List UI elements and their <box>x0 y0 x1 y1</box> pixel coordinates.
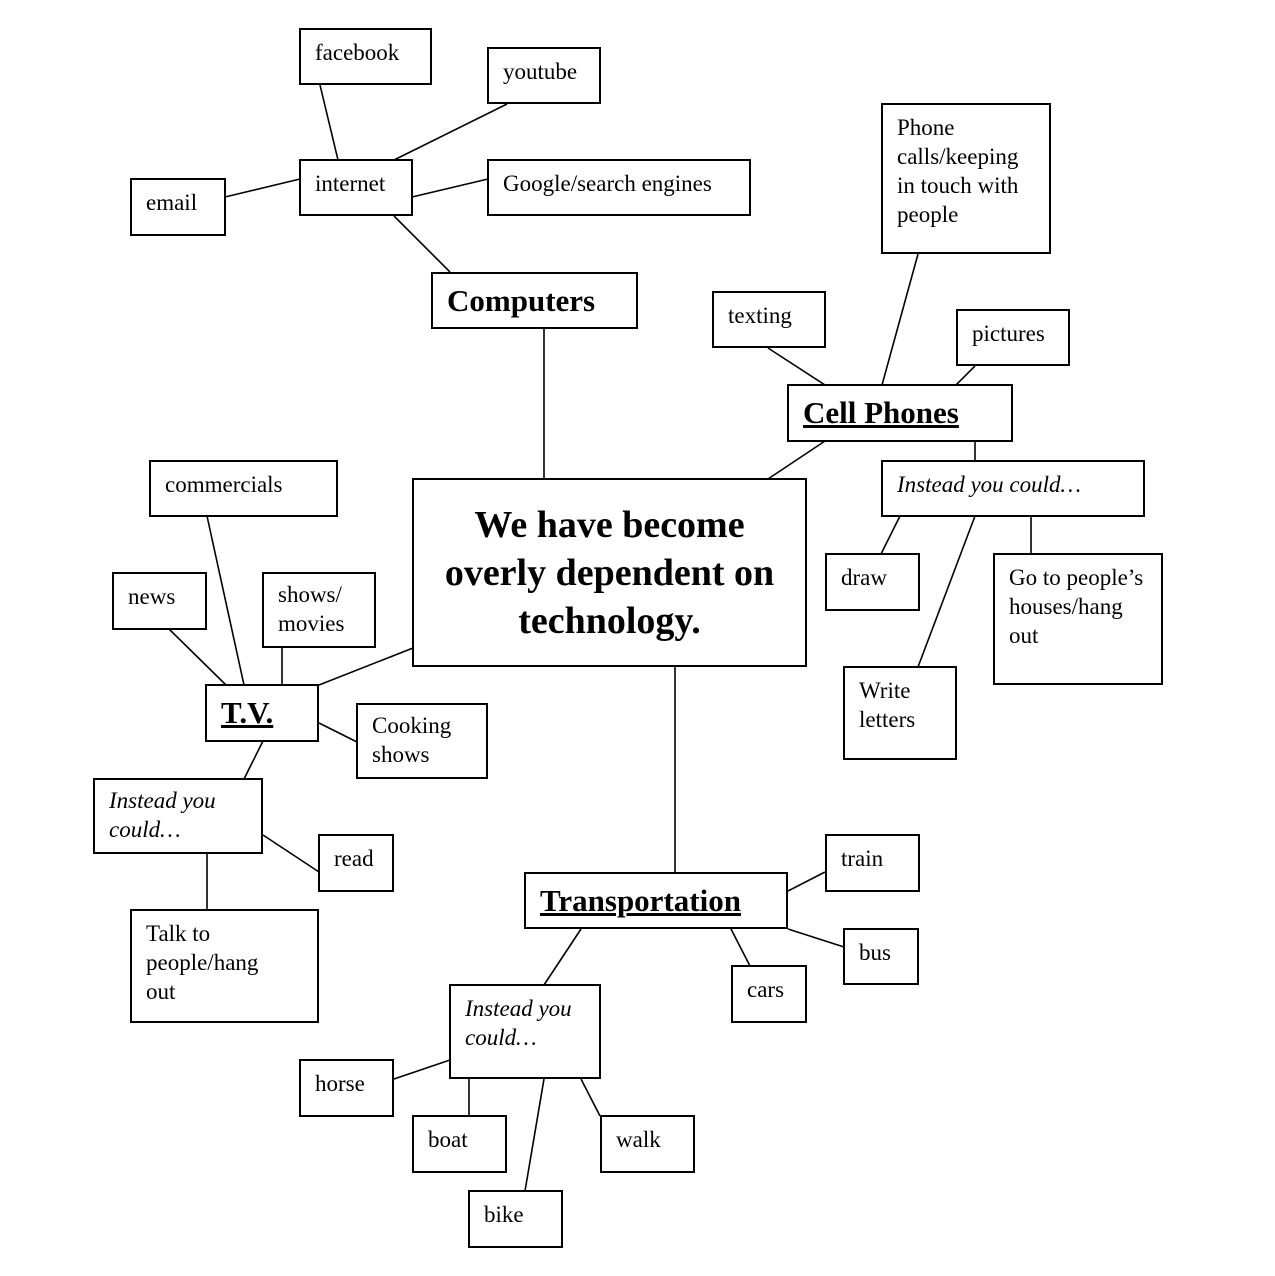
link-tv-commercials <box>206 515 245 686</box>
link-internet-google <box>411 178 489 198</box>
link-tv-instead <box>243 740 264 780</box>
link-transinstead-bike <box>524 1078 545 1192</box>
tv-node: T.V. <box>205 684 319 742</box>
go-to-houses-node: Go to people’s houses/hang out <box>993 553 1163 685</box>
bike-node: bike <box>468 1190 563 1248</box>
link-cell-pictures <box>955 365 976 386</box>
pictures-node: pictures <box>956 309 1070 366</box>
link-tv-cooking <box>318 722 358 743</box>
link-internet-computers <box>393 215 451 273</box>
link-transinstead-horse <box>393 1059 451 1080</box>
texting-node: texting <box>712 291 826 348</box>
horse-node: horse <box>299 1059 394 1117</box>
link-cell-phonecalls <box>881 253 919 386</box>
bus-node: bus <box>843 928 919 985</box>
walk-node: walk <box>600 1115 695 1173</box>
youtube-node: youtube <box>487 47 601 104</box>
link-cell-texting <box>767 347 826 386</box>
link-transport-instead <box>543 928 582 986</box>
phone-calls-node: Phone calls/keeping in touch with people <box>881 103 1051 254</box>
link-cellinstead-write <box>917 515 976 668</box>
transport-instead-node: Instead you could… <box>449 984 601 1079</box>
tv-instead-node: Instead you could… <box>93 778 263 854</box>
link-tvinstead-read <box>262 834 320 873</box>
link-cell-center <box>767 440 826 480</box>
draw-node: draw <box>825 553 920 611</box>
shows-movies-node: shows/ movies <box>262 572 376 648</box>
read-node: read <box>318 834 394 892</box>
cell-phones-node: Cell Phones <box>787 384 1013 442</box>
transportation-node: Transportation <box>524 872 788 929</box>
internet-node: internet <box>299 159 413 216</box>
train-node: train <box>825 834 920 892</box>
news-node: news <box>112 572 207 630</box>
commercials-node: commercials <box>149 460 338 517</box>
cooking-shows-node: Cooking shows <box>356 703 488 779</box>
link-transinstead-walk <box>580 1078 601 1117</box>
computers-node: Computers <box>431 272 638 329</box>
cell-instead-node: Instead you could… <box>881 460 1145 517</box>
link-cellinstead-draw <box>880 515 901 555</box>
boat-node: boat <box>412 1115 507 1173</box>
facebook-node: facebook <box>299 28 432 85</box>
google-node: Google/search engines <box>487 159 751 216</box>
link-internet-youtube <box>393 103 508 161</box>
talk-to-people-node: Talk to people/hang out <box>130 909 319 1023</box>
link-internet-email <box>224 178 301 198</box>
email-node: email <box>130 178 226 236</box>
link-tv-center <box>318 647 414 686</box>
link-transport-cars <box>730 928 751 967</box>
write-letters-node: Write letters <box>843 666 957 760</box>
central-idea: We have become overly dependent on techn… <box>412 478 807 667</box>
link-internet-facebook <box>319 84 339 161</box>
link-transport-train <box>787 871 826 892</box>
link-transport-bus <box>787 928 845 948</box>
link-tv-news <box>168 628 227 686</box>
cars-node: cars <box>731 965 807 1023</box>
